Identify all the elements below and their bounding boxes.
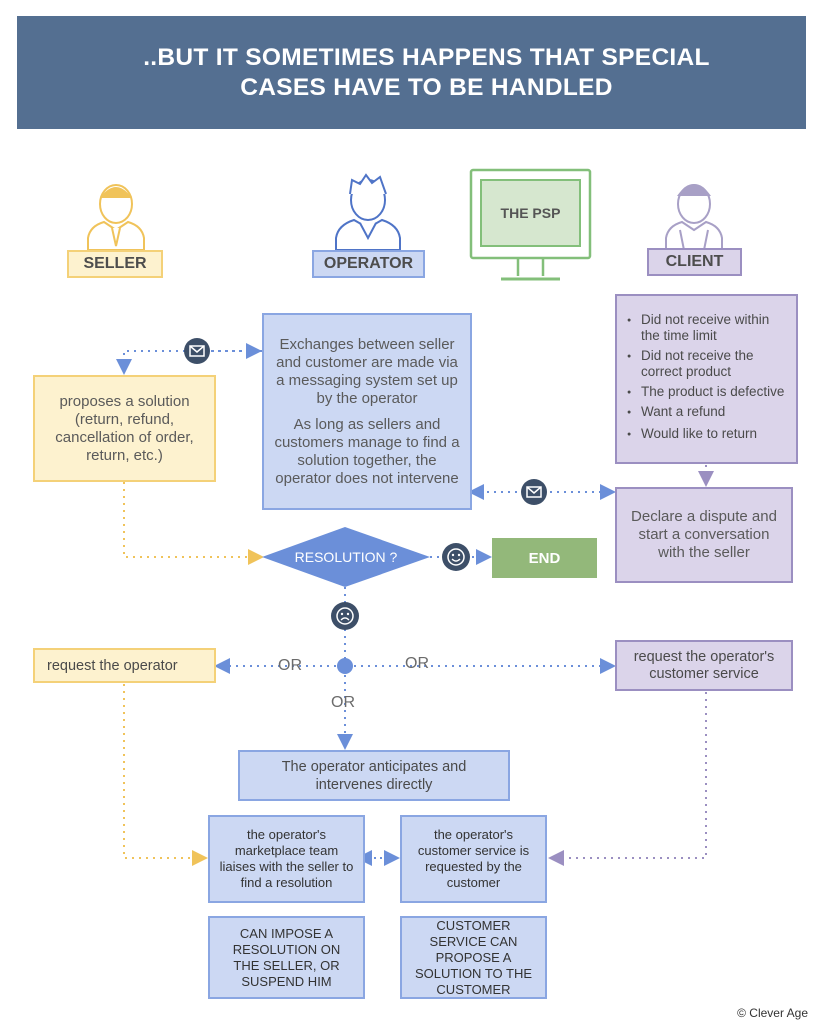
envelope-icon xyxy=(184,338,210,364)
page-title: ..BUT IT SOMETIMES HAPPENS THAT SPECIAL … xyxy=(17,16,806,129)
customer-service-requested-box: the operator's customer service is reque… xyxy=(400,815,547,903)
impose-resolution-box: CAN IMPOSE A RESOLUTION ON THE SELLER, O… xyxy=(208,916,365,999)
footer-credit: © Clever Age xyxy=(737,1006,808,1020)
smiley-sad-icon xyxy=(331,602,359,630)
dispute-text: Declare a dispute and start a conversati… xyxy=(631,508,777,561)
client-reason-item: Did not receive within the time limit xyxy=(627,312,790,344)
role-operator: OPERATOR xyxy=(312,250,425,278)
branch-node xyxy=(337,658,353,674)
seller-person-icon xyxy=(87,184,145,251)
resolution-label: RESOLUTION ? xyxy=(294,549,398,565)
or-label-down: OR xyxy=(331,694,355,711)
operator-anticipates-box: The operator anticipates and intervenes … xyxy=(238,750,510,801)
seller-proposal-box: proposes a solution (return, refund, can… xyxy=(33,375,216,482)
role-psp: THE PSP xyxy=(500,205,561,221)
customer-service-propose-box: CUSTOMER SERVICE CAN PROPOSE A SOLUTION … xyxy=(400,916,547,999)
envelope-icon xyxy=(521,479,547,505)
title-line-1: ..BUT IT SOMETIMES HAPPENS THAT SPECIAL xyxy=(143,43,710,71)
request-operator-box: request the operator xyxy=(33,648,216,683)
role-client: CLIENT xyxy=(647,248,742,276)
marketplace-team-box: the operator's marketplace team liaises … xyxy=(208,815,365,903)
request-customer-service-box: request the operator's customer service xyxy=(615,640,793,691)
smiley-happy-icon xyxy=(442,543,470,571)
resolution-diamond xyxy=(262,527,430,587)
client-reason-item: Did not receive the correct product xyxy=(627,348,790,380)
or-label-right: OR xyxy=(405,655,429,672)
psp-monitor-icon xyxy=(469,168,592,281)
dispute-box: Declare a dispute and start a conversati… xyxy=(615,487,793,583)
client-person-icon xyxy=(665,184,723,251)
client-reasons-box: Did not receive within the time limit Di… xyxy=(615,294,798,464)
role-seller: SELLER xyxy=(67,250,163,278)
client-reason-item: The product is defective xyxy=(627,384,790,401)
client-reason-item: Want a refund xyxy=(627,404,790,421)
client-reasons-list: Did not receive within the time limit Di… xyxy=(627,302,790,443)
operator-messaging-box: Exchanges between seller and customer ar… xyxy=(262,313,472,510)
client-reason-item: Would like to return xyxy=(627,426,790,443)
end-box: END xyxy=(492,538,597,578)
operator-messaging-text-2: As long as sellers and customers manage … xyxy=(274,415,460,487)
operator-messaging-text-1: Exchanges between seller and customer ar… xyxy=(276,335,458,407)
or-label-left: OR xyxy=(278,657,302,674)
seller-proposal-text: proposes a solution (return, refund, can… xyxy=(55,392,194,464)
operator-person-icon xyxy=(335,173,401,251)
title-line-2: CASES HAVE TO BE HANDLED xyxy=(240,73,613,101)
